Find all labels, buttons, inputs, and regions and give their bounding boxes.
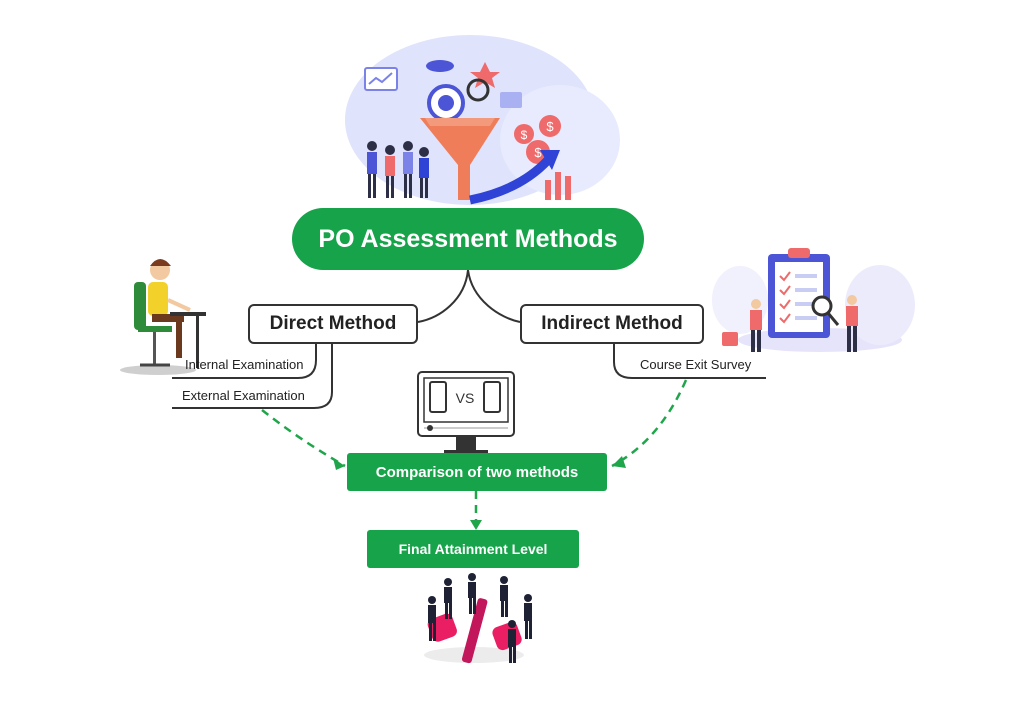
indirect-method-label: Indirect Method xyxy=(541,313,683,334)
percent-team-illustration xyxy=(424,573,532,664)
main-title: PO Assessment Methods xyxy=(318,224,618,253)
student-desk-illustration xyxy=(120,259,206,375)
svg-text:$: $ xyxy=(534,145,542,160)
mindmap-connectors xyxy=(172,269,766,409)
final-attainment-label: Final Attainment Level xyxy=(398,541,548,557)
vs-text: VS xyxy=(456,390,475,406)
internal-examination-label: Internal Examination xyxy=(185,357,304,372)
monitor-vs-illustration: VS xyxy=(417,371,515,453)
direct-method-label: Direct Method xyxy=(269,313,397,334)
final-attainment-node: Final Attainment Level xyxy=(367,530,579,568)
svg-text:$: $ xyxy=(546,119,554,134)
comparison-label: Comparison of two methods xyxy=(375,463,579,481)
comparison-node: Comparison of two methods xyxy=(347,453,607,491)
external-examination-label: External Examination xyxy=(182,388,305,403)
funnel-marketing-illustration: $ $ $ xyxy=(345,35,620,205)
clipboard-survey-illustration xyxy=(712,248,915,352)
main-title-node: PO Assessment Methods xyxy=(292,208,644,270)
svg-text:$: $ xyxy=(521,128,528,142)
arrow-heads xyxy=(333,456,626,530)
indirect-method-node: Indirect Method xyxy=(520,304,704,344)
direct-method-node: Direct Method xyxy=(248,304,418,344)
course-exit-survey-label: Course Exit Survey xyxy=(640,357,752,372)
